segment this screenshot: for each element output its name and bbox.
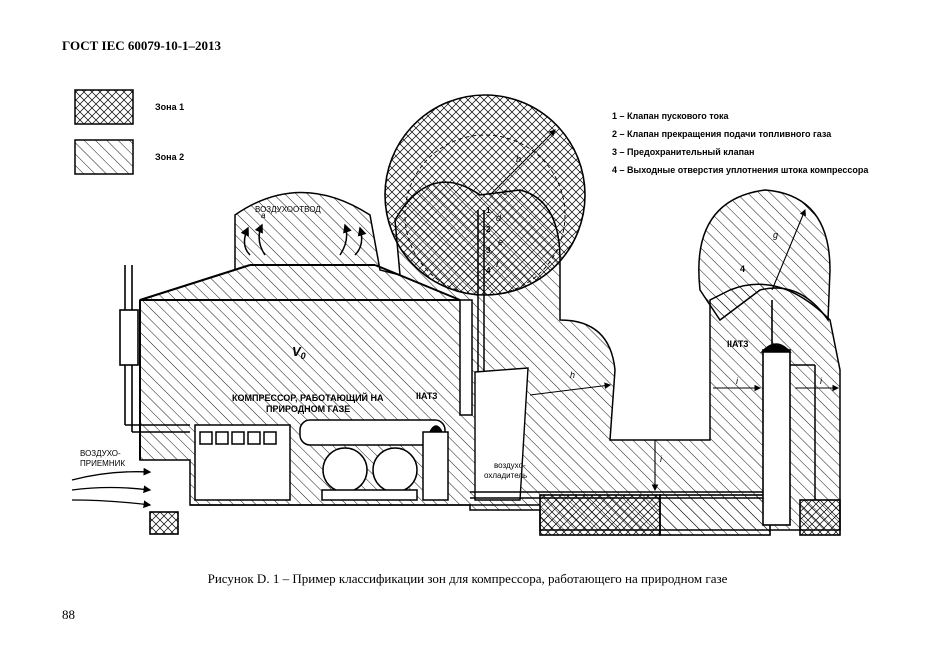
dim-d: d xyxy=(496,213,502,223)
point-1: 1 xyxy=(486,206,491,215)
figure-caption: Рисунок D. 1 – Пример классификации зон … xyxy=(207,571,728,586)
page-number: 88 xyxy=(62,607,75,622)
point-labels: 1 2 3 4 xyxy=(486,206,491,275)
temp-class-right: IIAT3 xyxy=(727,339,748,349)
cooler-label-1: воздухо- xyxy=(494,461,526,470)
point-2: 2 xyxy=(486,225,491,234)
legend-zone2-label: Зона 2 xyxy=(155,152,184,162)
dimension-labels: b c d e f g h i i i xyxy=(496,154,823,464)
document-header: ГОСТ IEC 60079-10-1–2013 xyxy=(62,38,222,53)
compressor-building xyxy=(139,264,461,460)
dim-g: g xyxy=(773,230,778,240)
key-item-3: 3 – Предохранительный клапан xyxy=(612,147,754,157)
key-list: 1 – Клапан пускового тока 2 – Клапан пре… xyxy=(612,111,869,175)
dim-c: c xyxy=(503,187,508,197)
dim-h: h xyxy=(570,370,575,380)
compressor-unit xyxy=(194,419,449,501)
air-outlet-arrows xyxy=(240,223,367,256)
intake-pipe xyxy=(119,265,190,433)
legend-zone1-swatch xyxy=(74,89,134,125)
cooler-label-2: охладитель xyxy=(484,471,527,480)
dim-i-vertical: i xyxy=(660,454,663,464)
dim-b: b xyxy=(516,154,521,164)
zone1-inner-boundary xyxy=(404,134,566,296)
compressor-label-1: КОМПРЕССОР, РАБОТАЮЩИЙ НА xyxy=(232,392,384,403)
volume-label: V0 xyxy=(292,344,306,361)
zone1-circle xyxy=(384,94,586,296)
point-3: 3 xyxy=(486,246,491,255)
temp-class-left: IIAT3 xyxy=(416,391,437,401)
key-item-2: 2 – Клапан прекращения подачи топливного… xyxy=(612,129,832,139)
compressor-label-2: ПРИРОДНОМ ГАЗЕ xyxy=(266,404,350,414)
zone4-area xyxy=(698,189,831,323)
air-intake-label-2: ПРИЕМНИК xyxy=(80,459,125,468)
key-item-4: 4 – Выходные отверстия уплотнения штока … xyxy=(612,165,869,175)
rod-seal-column xyxy=(760,300,792,526)
air-intake-label-1: ВОЗДУХО- xyxy=(80,449,121,458)
foundation xyxy=(149,494,841,536)
point-4: 4 xyxy=(486,266,491,275)
legend-zone2-swatch xyxy=(74,139,134,175)
intake-arrows xyxy=(71,467,152,509)
air-outlet-label: ВОЗДУХООТВОД xyxy=(255,205,321,214)
legend-zone1-label: Зона 1 xyxy=(155,102,184,112)
dim-f: f xyxy=(496,259,500,269)
key-item-1: 1 – Клапан пускового тока xyxy=(612,111,730,121)
dim-e: e xyxy=(498,237,503,247)
air-cooler xyxy=(474,367,529,501)
dim-i-left: i xyxy=(736,376,739,386)
dimension-lines xyxy=(489,129,840,492)
zone4-label: 4 xyxy=(740,264,745,274)
dim-i-right: i xyxy=(820,376,823,386)
dim-a: a xyxy=(261,211,266,220)
